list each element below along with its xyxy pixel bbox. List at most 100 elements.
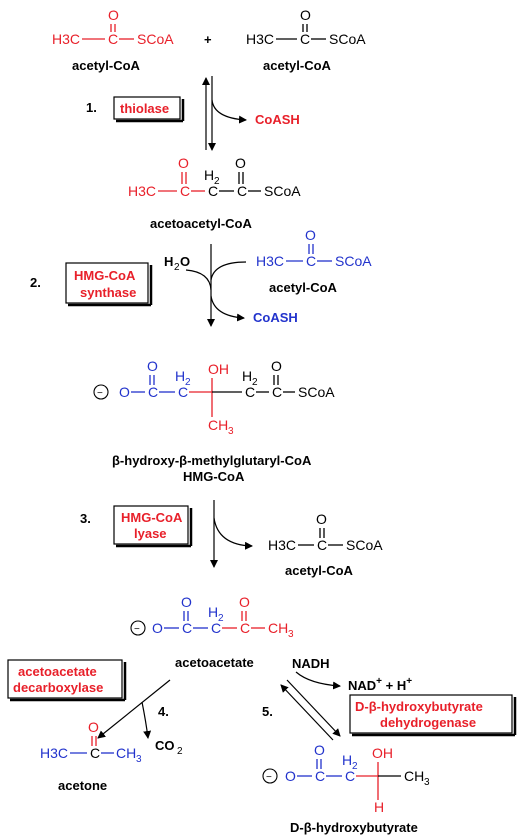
acetyl-coa-molecule-1: H3C C O SCoA acetyl-CoA [52, 7, 174, 73]
step-number: 5. [262, 704, 273, 719]
hydroxybutyrate-molecule: − O C O H 2 C OH H CH 3 D-β-hydroxybutyr… [262, 742, 430, 835]
atom-h3c: H3C [268, 537, 296, 553]
atom-oh: OH [372, 745, 393, 761]
water-h: H [164, 254, 173, 269]
enzyme-acetoacetate-decarboxylase-line2: decarboxylase [13, 680, 103, 695]
atom-c: C [148, 384, 158, 400]
atom-o: O [178, 155, 189, 171]
atom-o: O [285, 768, 296, 784]
charge-sign: − [97, 388, 103, 399]
atom-o: O [147, 358, 158, 374]
atom-o: O [314, 742, 325, 758]
acetoacetate-label: acetoacetate [175, 655, 254, 670]
atom-h: H [204, 167, 214, 183]
atom-sub: 2 [352, 761, 358, 772]
enzyme-thiolase: thiolase [120, 101, 169, 116]
acetyl-coa-molecule-2: H3C C O SCoA acetyl-CoA [246, 7, 366, 73]
atom-h: H [175, 368, 185, 384]
acetone-molecule: H3C C O CH 3 acetone [40, 719, 142, 793]
atom-c: C [211, 620, 221, 636]
step-number: 2. [30, 275, 41, 290]
cofactor-nadh: NADH [292, 656, 330, 671]
atom-sub: 2 [218, 613, 224, 624]
atom-o: O [152, 620, 163, 636]
atom-o: O [239, 594, 250, 610]
step-2: 2. HMG-CoA synthase H 2 O CoASH [30, 244, 298, 327]
side-product-arrow [141, 701, 152, 739]
negative-charge-icon [93, 384, 109, 400]
step-number: 1. [86, 100, 97, 115]
atom-o: O [316, 511, 327, 527]
atom-o: O [305, 227, 316, 243]
atom-ch3: CH [404, 768, 424, 784]
atom-sub: 3 [288, 629, 294, 640]
atom-c: C [182, 620, 192, 636]
cofactor-nad-plus: NAD+ + H+ [348, 676, 412, 693]
step-number: 3. [80, 511, 91, 526]
product-coash: CoASH [255, 112, 300, 127]
atom-o: O [235, 155, 246, 171]
atom-o: O [271, 358, 282, 374]
charge-sign: − [134, 624, 140, 635]
atom-h3c: H3C [40, 745, 68, 761]
atom-scoa: SCoA [329, 31, 366, 47]
atom-c: C [315, 768, 325, 784]
step-4: acetoacetate decarboxylase 4. CO 2 [7, 659, 183, 757]
atom-c: C [208, 183, 218, 199]
acetyl-coa-label-2: acetyl-CoA [263, 58, 332, 73]
atom-ch3: CH [208, 417, 228, 433]
enzyme-box [65, 262, 149, 304]
atom-c: C [108, 31, 118, 47]
enzyme-hmg-coa-synthase-line1: HMG-CoA [74, 268, 136, 283]
enzyme-hydroxybutyrate-dehydrogenase-line1: D-β-hydroxybutyrate [355, 699, 483, 714]
enzyme-acetoacetate-decarboxylase-line1: acetoacetate [18, 664, 97, 679]
side-product-arrow [213, 517, 253, 550]
atom-h3c: H3C [246, 31, 274, 47]
acetyl-in-arrow [210, 261, 247, 281]
step-3: 3. HMG-CoA lyase [80, 500, 253, 568]
product-co2: CO [155, 738, 175, 753]
acetyl-coa-step2-molecule: H3C C O SCoA acetyl-CoA [256, 227, 372, 295]
atom-o: O [300, 7, 311, 23]
atom-c: C [180, 183, 190, 199]
product-co2-sub: 2 [177, 746, 183, 757]
atom-scoa: SCoA [264, 183, 301, 199]
atom-sub: 3 [424, 777, 430, 788]
hmg-coa-label-line2: HMG-CoA [183, 469, 245, 484]
enzyme-hmg-coa-lyase-line2: lyase [134, 526, 167, 541]
atom-c: C [245, 384, 255, 400]
enzyme-box [113, 505, 189, 545]
acetoacetate-molecule: − O C O H 2 C C O CH 3 acetoacetate [130, 594, 294, 670]
atom-o: O [88, 719, 99, 735]
atom-c: C [306, 253, 316, 269]
acetyl-coa-label-1: acetyl-CoA [72, 58, 141, 73]
atom-c: C [317, 537, 327, 553]
step-number: 4. [158, 704, 169, 719]
forward-arrow [286, 679, 341, 737]
atom-o: O [108, 7, 119, 23]
atom-c: C [240, 620, 250, 636]
forward-arrow [97, 679, 171, 739]
atom-scoa: SCoA [335, 253, 372, 269]
atom-c: C [272, 384, 282, 400]
hmg-coa-molecule: − O C O H 2 C OH CH 3 H 2 C C O SCoA β-h… [93, 358, 335, 484]
plus-sign: + [204, 32, 212, 47]
water-sub: 2 [174, 262, 180, 273]
side-product-arrow [210, 295, 245, 322]
enzyme-hmg-coa-lyase-line1: HMG-CoA [121, 510, 183, 525]
atom-h: H [342, 752, 352, 768]
atom-h: H [242, 368, 252, 384]
product-coash: CoASH [253, 310, 298, 325]
enzyme-hmg-coa-synthase-line2: synthase [80, 285, 136, 300]
acetyl-coa-step3-label: acetyl-CoA [285, 563, 354, 578]
atom-sub: 3 [136, 754, 142, 765]
step-5: NADH NAD+ + H+ 5. D-β-hydroxybutyrate de… [262, 656, 517, 741]
step-1: 1. thiolase CoASH [86, 76, 300, 151]
enzyme-box [113, 96, 181, 120]
atom-o: O [119, 384, 130, 400]
atom-c: C [90, 745, 100, 761]
reverse-arrow [280, 684, 334, 741]
atom-sub: 3 [228, 426, 234, 437]
acetyl-coa-step3-molecule: H3C C O SCoA acetyl-CoA [268, 511, 383, 578]
